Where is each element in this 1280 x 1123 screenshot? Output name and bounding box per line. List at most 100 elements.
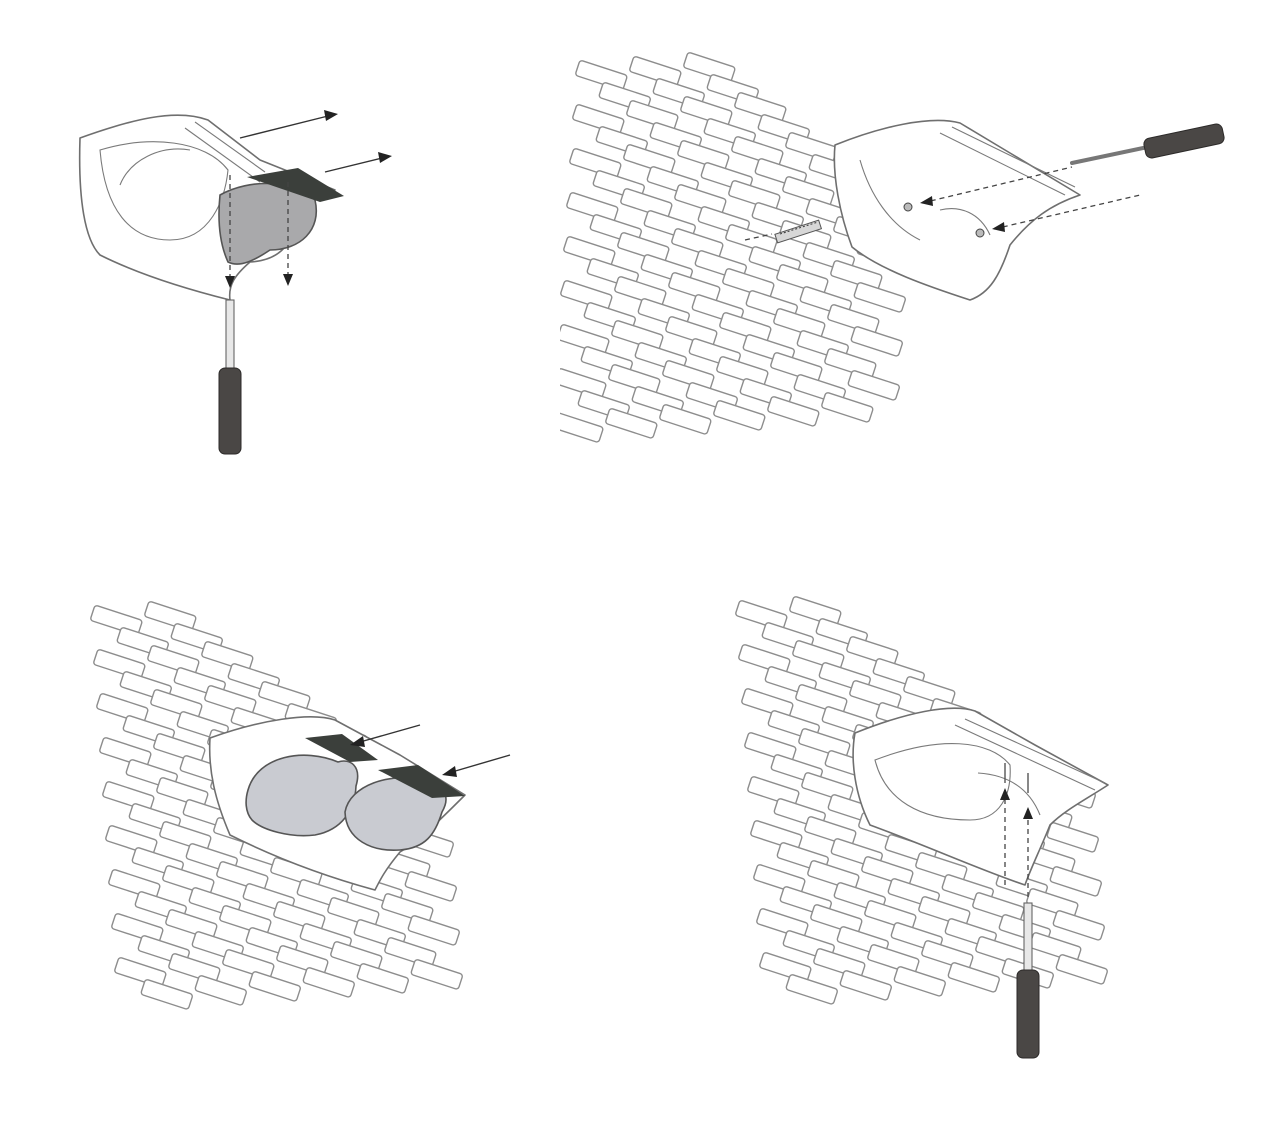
brick <box>861 856 914 887</box>
brick <box>620 188 673 219</box>
brick <box>165 909 218 940</box>
brick <box>90 605 143 636</box>
brick <box>801 772 854 803</box>
brick <box>1046 822 1099 853</box>
step-2-panel <box>560 35 1240 495</box>
brick <box>99 737 152 768</box>
step-3-panel <box>80 590 540 1030</box>
brick <box>767 396 820 427</box>
brick <box>659 404 712 435</box>
mount-bracket <box>852 707 1109 886</box>
brick <box>608 364 661 395</box>
brick <box>782 176 835 207</box>
brick <box>795 684 848 715</box>
brick <box>731 136 784 167</box>
brick <box>575 60 628 91</box>
brick <box>150 689 203 720</box>
brick <box>96 693 149 724</box>
brick <box>156 777 209 808</box>
brick <box>759 952 812 983</box>
brick <box>147 645 200 676</box>
brick <box>773 308 826 339</box>
brick <box>824 348 877 379</box>
step-4-panel <box>720 585 1140 1075</box>
brick <box>830 260 883 291</box>
brick <box>853 282 906 313</box>
brick <box>716 356 769 387</box>
brick <box>93 649 146 680</box>
step-1-illustration <box>78 110 392 455</box>
brick <box>105 825 158 856</box>
brick <box>734 92 787 123</box>
brick <box>330 941 383 972</box>
brick <box>276 945 329 976</box>
brick <box>566 192 619 223</box>
brick <box>725 224 778 255</box>
step-2-illustration <box>560 52 1225 443</box>
direction-arrow <box>324 152 392 173</box>
brick <box>114 957 167 988</box>
brick <box>756 908 809 939</box>
brick <box>947 962 1000 993</box>
direction-arrow <box>442 754 511 777</box>
brick <box>302 967 355 998</box>
step-1-panel <box>60 90 420 470</box>
brick <box>407 915 460 946</box>
brick <box>153 733 206 764</box>
brick <box>770 352 823 383</box>
brick <box>1049 866 1102 897</box>
brick <box>792 640 845 671</box>
brick <box>560 280 613 311</box>
brick <box>722 268 775 299</box>
brick <box>617 232 670 263</box>
brick <box>671 228 724 259</box>
mount-bracket <box>833 119 1081 301</box>
base-plate <box>344 776 447 851</box>
brick <box>410 959 463 990</box>
brick <box>810 904 863 935</box>
brick <box>827 304 880 335</box>
brick <box>918 896 971 927</box>
brick <box>111 913 164 944</box>
brick <box>258 681 311 712</box>
screwdriver-icon <box>1016 902 1040 1059</box>
brick <box>741 688 794 719</box>
brick <box>864 900 917 931</box>
brick <box>626 100 679 131</box>
brick <box>662 360 715 391</box>
dark-rail <box>305 734 378 762</box>
brick <box>798 728 851 759</box>
brick <box>144 601 197 632</box>
brick <box>668 272 721 303</box>
brick <box>1052 910 1105 941</box>
brick <box>623 144 676 175</box>
brick <box>893 966 946 997</box>
brick <box>629 56 682 87</box>
brick <box>903 676 956 707</box>
screw <box>1023 773 1033 900</box>
wall-anchor <box>774 219 823 244</box>
brick <box>850 326 903 357</box>
brick <box>204 685 257 716</box>
brick <box>804 816 857 847</box>
step-3-illustration <box>90 601 511 1010</box>
brick <box>168 953 221 984</box>
brick <box>248 971 301 1002</box>
brick <box>680 96 733 127</box>
direction-arrow <box>350 724 421 747</box>
brick <box>785 974 838 1005</box>
screwdriver-icon <box>218 299 242 455</box>
mount-bracket <box>78 114 336 301</box>
brick <box>776 264 829 295</box>
brick <box>356 963 409 994</box>
brick <box>108 869 161 900</box>
brick <box>713 400 766 431</box>
direction-arrow <box>239 110 338 139</box>
brick <box>849 680 902 711</box>
brick <box>839 970 892 1001</box>
brick <box>201 641 254 672</box>
brick <box>569 148 622 179</box>
brick <box>102 781 155 812</box>
brick <box>735 600 788 631</box>
brick <box>847 370 900 401</box>
